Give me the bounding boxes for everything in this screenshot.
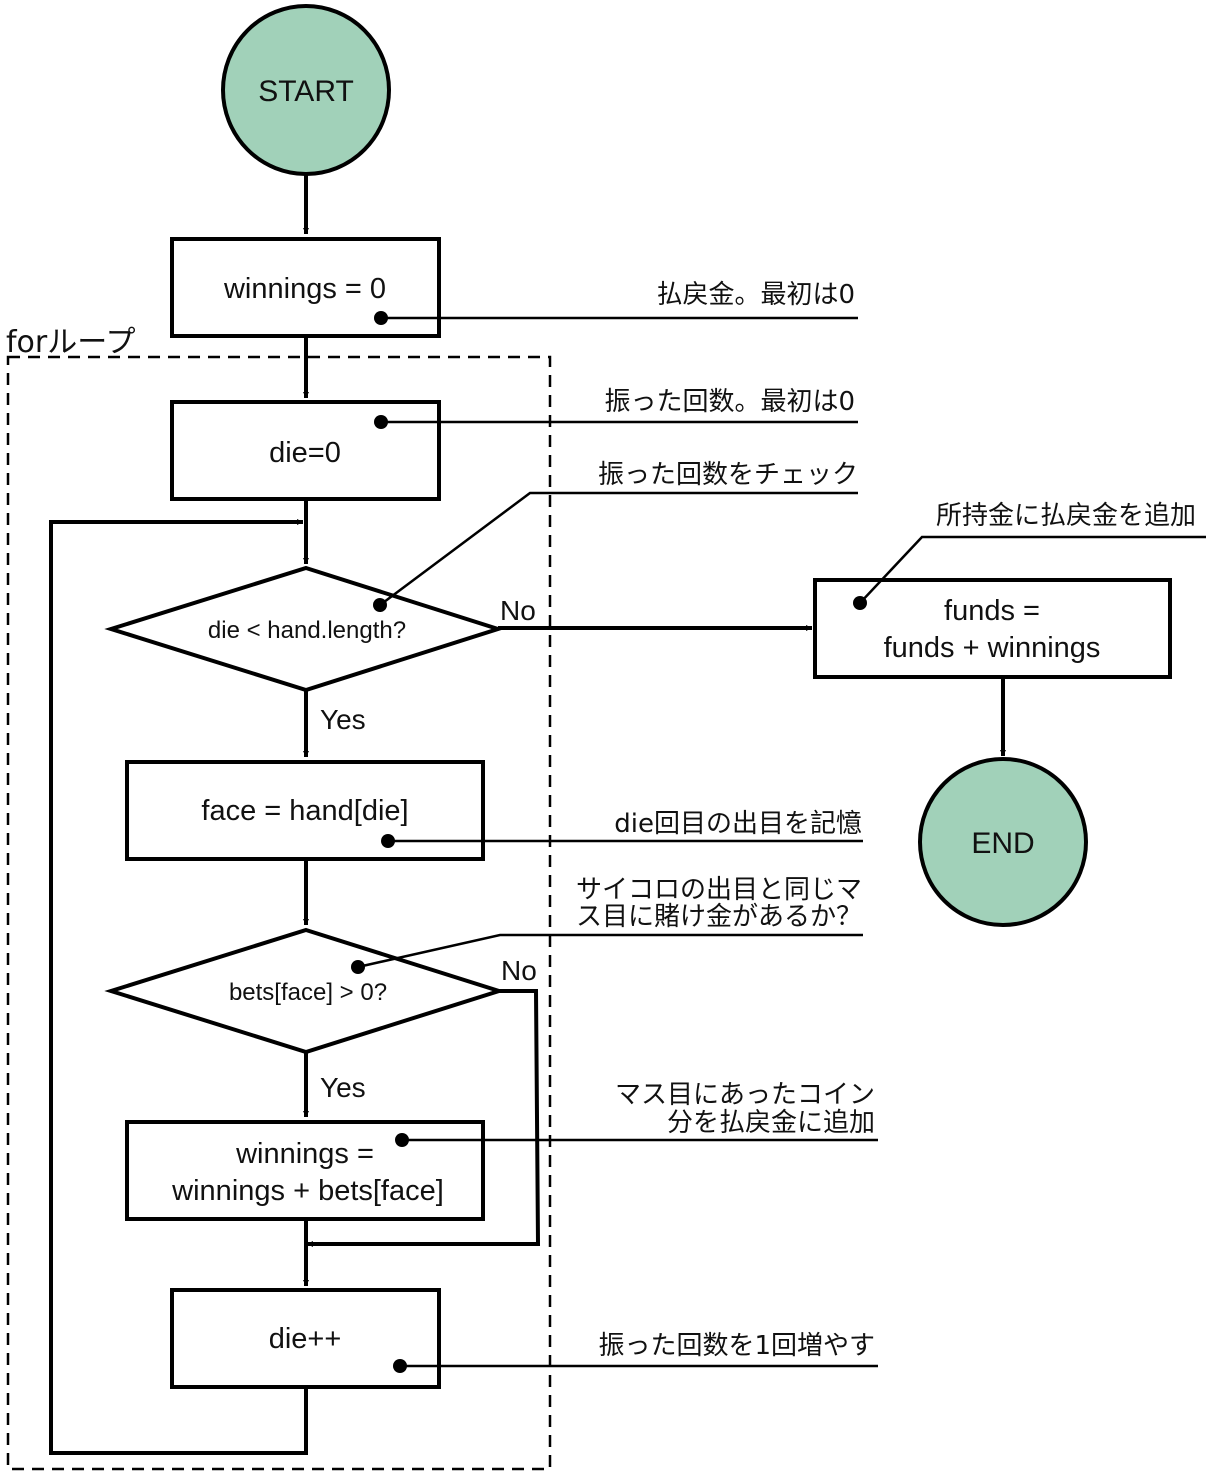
note-die-init-text: 振った回数。最初は0 — [604, 387, 855, 417]
note-bets-check-line2: ス目に賭け金があるか？ — [576, 902, 862, 932]
note-die-init: 振った回数。最初は0 — [374, 387, 858, 429]
process-face: face = hand[die] — [125, 760, 485, 861]
note-winnings-add-line1: マス目にあったコイン — [615, 1080, 875, 1110]
note-face-store: die回目の出目を記憶 — [381, 809, 863, 848]
check-bets-no-label: No — [501, 955, 537, 986]
note-die-check-text: 振った回数をチェック — [598, 460, 858, 490]
for-loop-frame — [6, 355, 552, 1471]
note-winnings-add: マス目にあったコイン 分を払戻金に追加 — [395, 1080, 878, 1147]
note-face-store-text: die回目の出目を記憶 — [614, 809, 862, 839]
end-node: END — [918, 757, 1088, 927]
check-bets-yes-label: Yes — [320, 1072, 366, 1103]
note-bets-check-line1: サイコロの出目と同じマ — [576, 875, 862, 905]
note-die-increment-text: 振った回数を1回増やす — [598, 1331, 875, 1361]
note-winnings-init: 払戻金。最初は0 — [374, 280, 858, 325]
init-die-label: die=0 — [269, 437, 341, 469]
funds-label-line2: funds + winnings — [884, 632, 1101, 664]
process-funds: funds = funds + winnings — [813, 578, 1172, 679]
end-label: END — [971, 827, 1034, 860]
check-die-no-label: No — [500, 595, 536, 626]
face-label: face = hand[die] — [201, 795, 408, 827]
note-winnings-init-text: 払戻金。最初は0 — [656, 280, 855, 310]
edge-loop-back — [49, 519, 308, 1455]
init-winnings-label: winnings = 0 — [223, 273, 386, 305]
note-funds-add: 所持金に払戻金を追加 — [853, 501, 1206, 610]
note-die-check: 振った回数をチェック — [373, 460, 858, 612]
for-loop-label: forループ — [6, 325, 135, 360]
check-bets-label: bets[face] > 0? — [229, 979, 387, 1006]
add-winnings-label-line2: winnings + bets[face] — [171, 1175, 444, 1207]
process-add-winnings: winnings = winnings + bets[face] — [125, 1120, 485, 1221]
decision-check-die: die < hand.length? — [104, 565, 505, 693]
note-winnings-add-line2: 分を払戻金に追加 — [667, 1108, 875, 1138]
note-funds-add-text: 所持金に払戻金を追加 — [936, 501, 1196, 531]
process-init-winnings: winnings = 0 — [170, 237, 441, 338]
note-bets-check: サイコロの出目と同じマ ス目に賭け金があるか？ — [351, 875, 863, 974]
funds-label-line1: funds = — [944, 595, 1040, 627]
process-increment: die++ — [170, 1288, 441, 1389]
note-die-increment: 振った回数を1回増やす — [393, 1331, 878, 1373]
check-die-yes-label: Yes — [320, 704, 366, 735]
start-node: START — [221, 4, 391, 176]
check-die-label: die < hand.length? — [208, 617, 406, 644]
add-winnings-label-line1: winnings = — [235, 1138, 374, 1170]
increment-label: die++ — [269, 1323, 342, 1355]
start-label: START — [258, 75, 354, 108]
edge-check-bets-no — [307, 989, 541, 1247]
process-init-die: die=0 — [170, 400, 441, 501]
